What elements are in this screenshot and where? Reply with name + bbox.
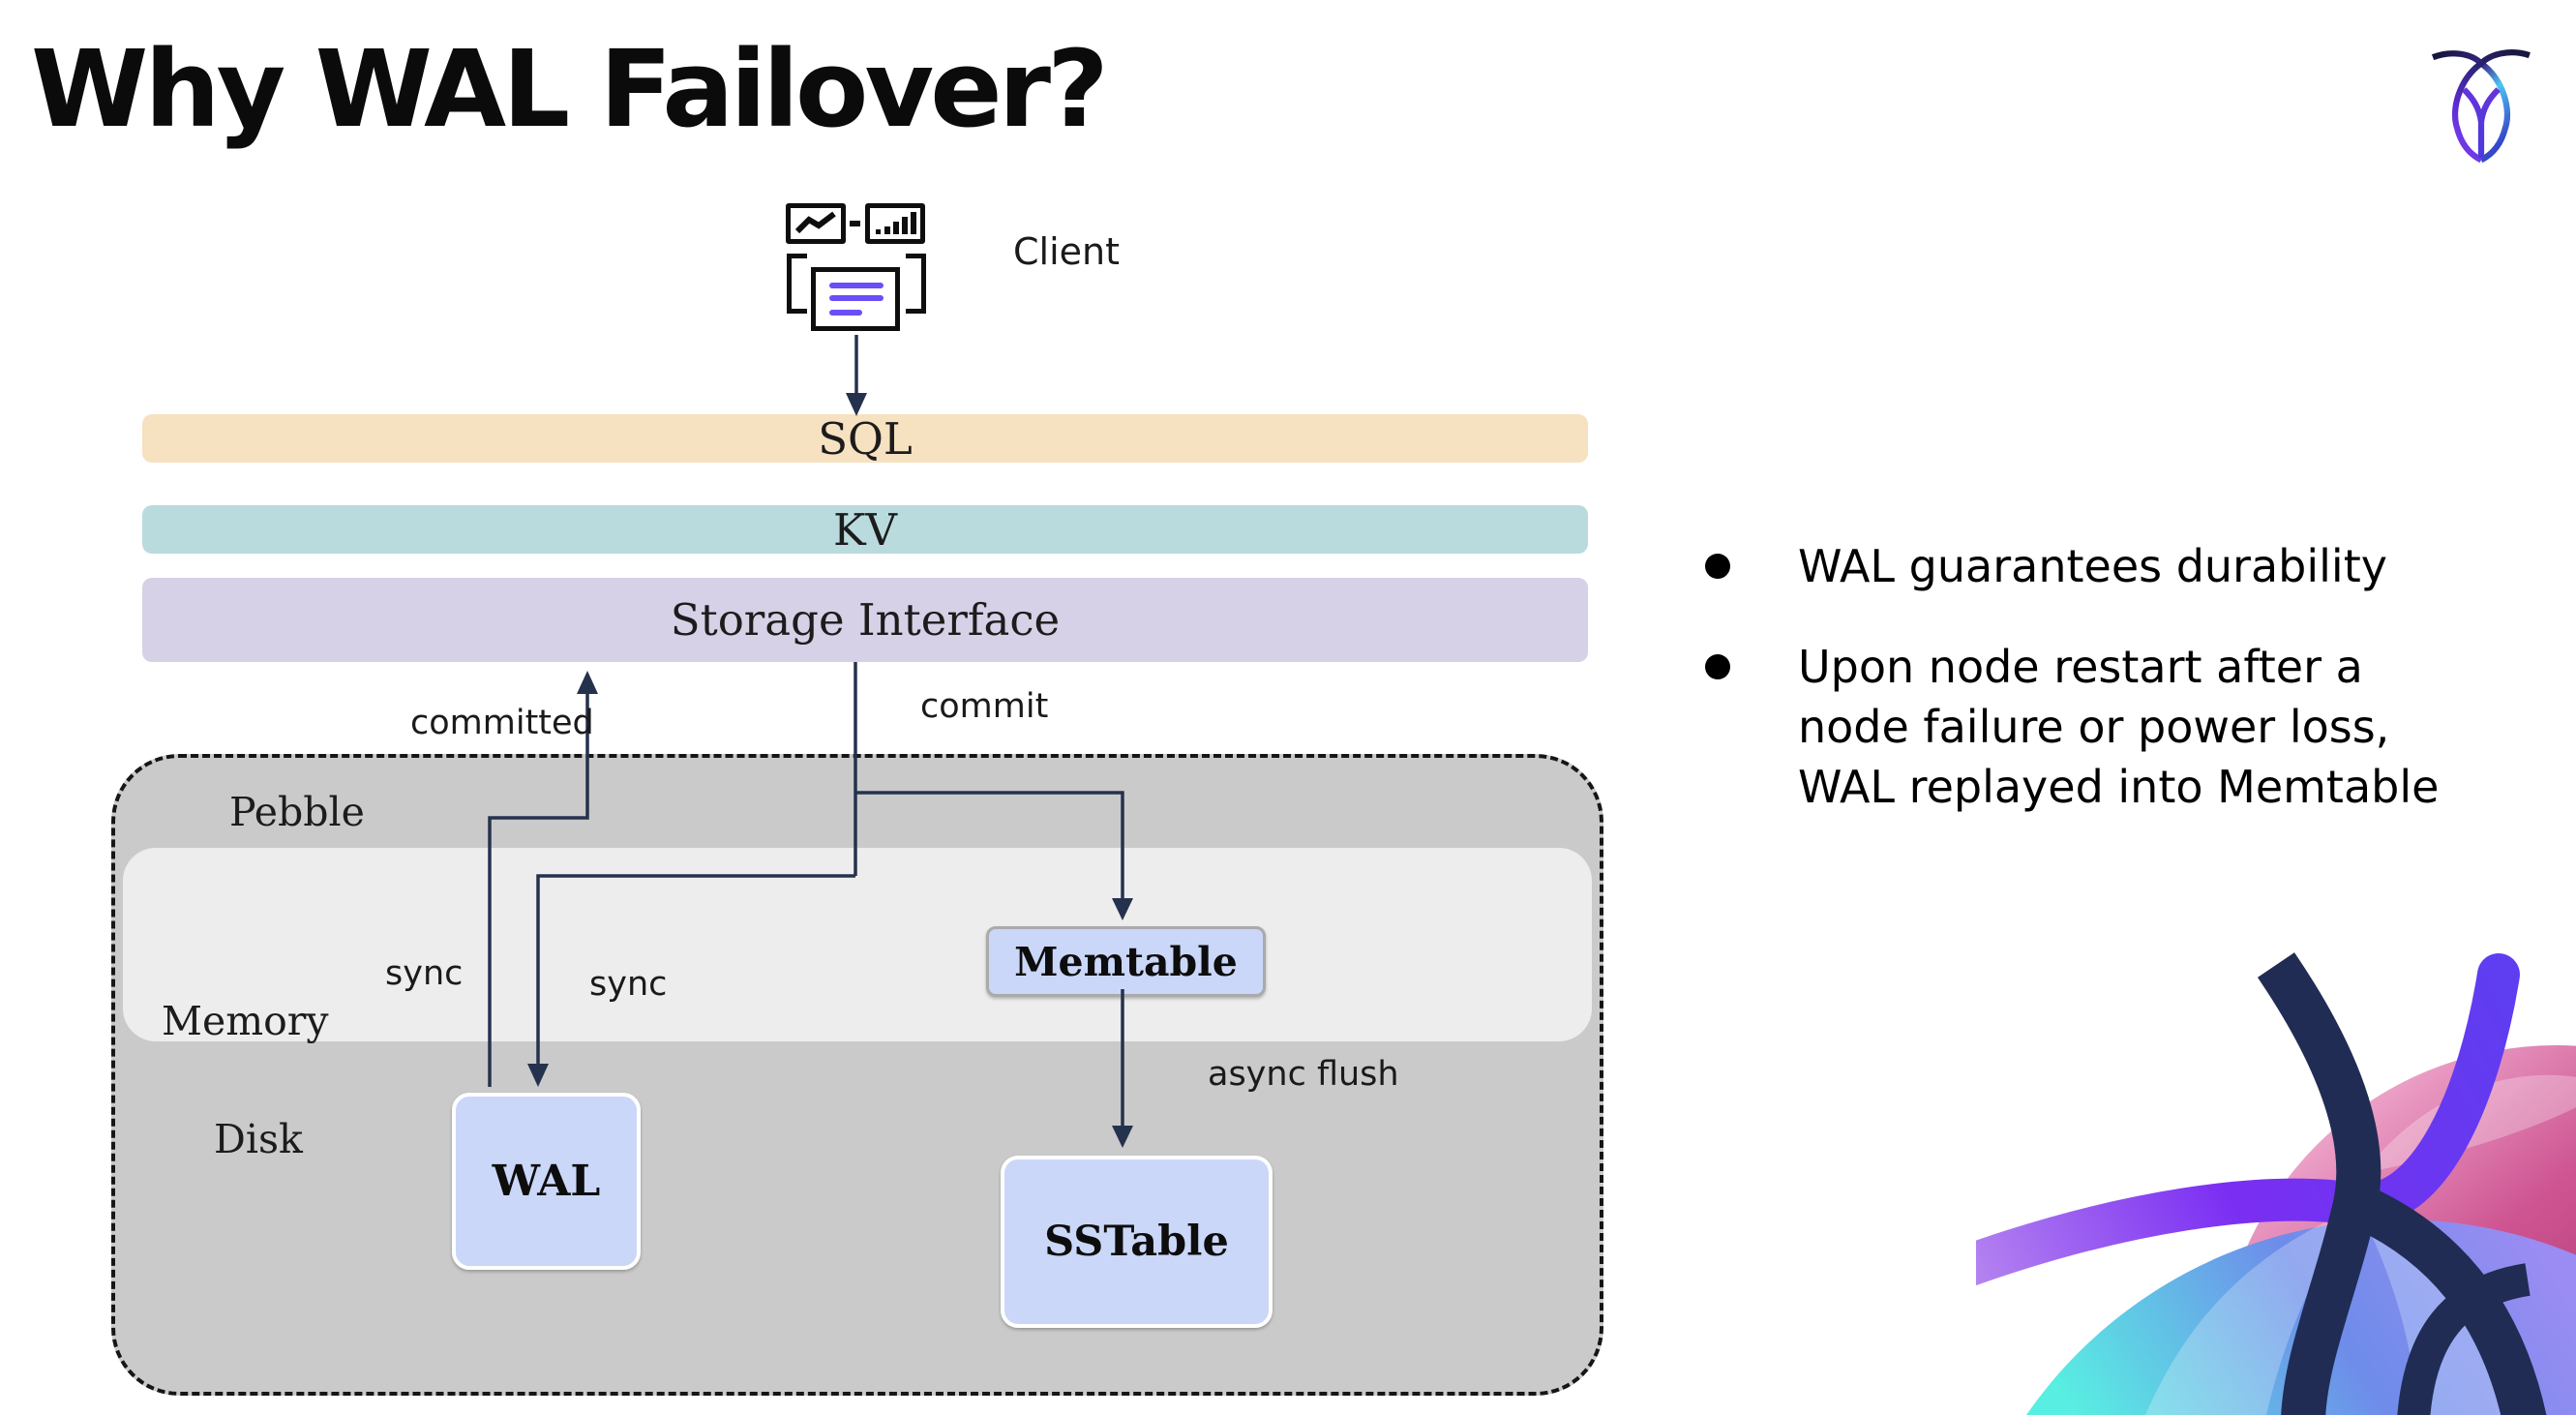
wal-node-label: WAL [492,1157,601,1206]
memory-band [123,848,1592,1041]
memtable-node: Memtable [986,926,1266,997]
disk-label: Disk [214,1116,303,1162]
pebble-label: Pebble [229,789,365,835]
dash-connector-icon [850,221,860,226]
cockroachdb-logo-icon [2431,49,2531,164]
list-item: Upon node restart after a node failure o… [1705,637,2499,817]
bar-chart-icon [865,203,925,244]
bullet-text: WAL guarantees durability [1798,540,2387,592]
edge-label-committed: committed [410,704,594,742]
edge-label-commit: commit [920,687,1049,726]
decorative-spheres-icon [1976,952,2576,1415]
list-item: WAL guarantees durability [1705,536,2499,596]
bracket-left-icon [787,254,807,314]
sstable-node-label: SSTable [1044,1218,1229,1266]
edge-label-sync-left: sync [385,954,464,993]
line-chart-icon [786,203,846,244]
memtable-node-label: Memtable [1014,938,1238,985]
wal-node: WAL [452,1093,641,1270]
client-label: Client [1013,230,1121,273]
layer-kv-label: KV [832,503,898,556]
sstable-node: SSTable [1001,1156,1273,1328]
layer-storage-label: Storage Interface [670,594,1061,646]
layer-sql: SQL [142,412,1588,465]
layer-storage-interface: Storage Interface [142,578,1588,662]
edge-label-sync-right: sync [589,965,668,1004]
document-icon [811,267,900,331]
edge-label-async-flush: async flush [1208,1055,1399,1094]
bracket-right-icon [906,254,926,314]
bullet-dot-icon [1705,654,1730,679]
memory-label: Memory [162,998,329,1044]
bullet-dot-icon [1705,554,1730,579]
page-title: Why WAL Failover? [31,27,1109,151]
layer-kv: KV [142,503,1588,556]
bullet-text: Upon node restart after a node failure o… [1798,641,2440,813]
layer-sql-label: SQL [818,412,913,465]
bullet-list: WAL guarantees durability Upon node rest… [1705,536,2499,817]
